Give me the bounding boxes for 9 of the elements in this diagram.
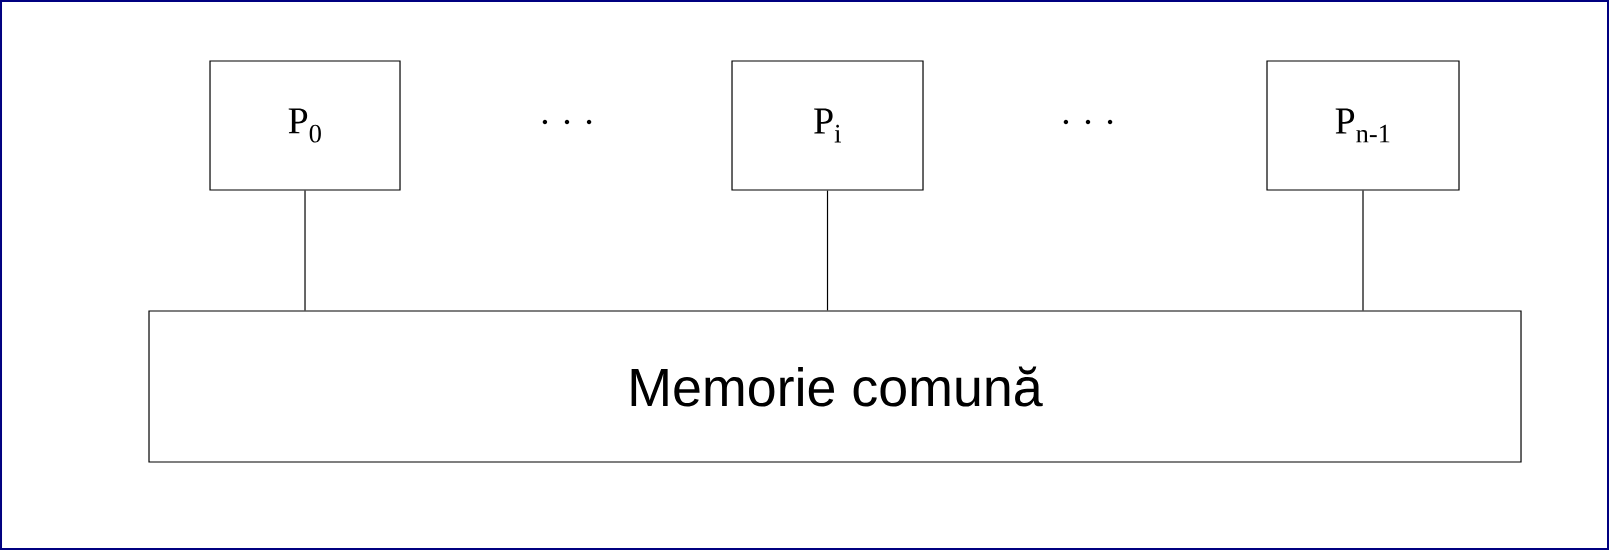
processor-box: P$_{i}$ [731,60,924,191]
processor-box: P$_{n-1}$ [1266,60,1460,191]
connector-line [304,190,306,311]
ellipsis: . . . [1063,119,1113,125]
memory-box: Memorie comună [148,310,1522,463]
processor-box: P$_{0}$ [209,60,401,191]
connector-line [826,190,829,311]
connector-line [1362,190,1364,311]
ellipsis: . . . [542,119,592,125]
